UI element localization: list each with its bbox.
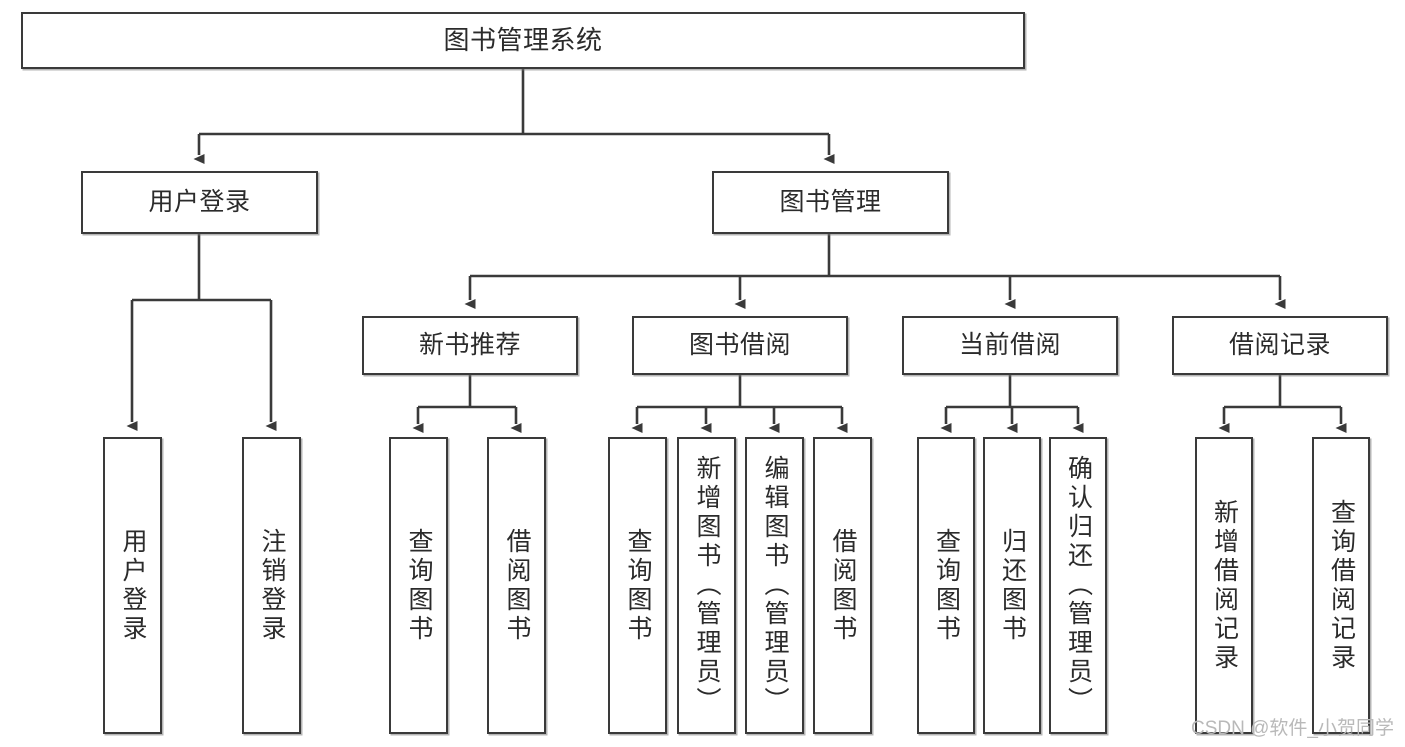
node-label: 图书管理系统 <box>443 25 603 56</box>
node-root-system[interactable]: 图书管理系统 <box>21 12 1025 69</box>
leaf-add-borrow-record[interactable]: 新增借阅记录 <box>1195 437 1253 734</box>
node-book-borrow[interactable]: 图书借阅 <box>632 316 848 375</box>
node-label: 新增借阅记录 <box>1210 498 1239 673</box>
node-label: 归还图书 <box>998 527 1027 644</box>
node-label: 注销登录 <box>258 527 286 644</box>
leaf-borrow-book-recommend[interactable]: 借阅图书 <box>487 437 546 734</box>
node-user-login[interactable]: 用户登录 <box>81 171 318 234</box>
node-label: 查询图书 <box>624 527 652 644</box>
node-book-management[interactable]: 图书管理 <box>712 171 949 234</box>
leaf-borrow-book[interactable]: 借阅图书 <box>813 437 872 734</box>
node-label: 当前借阅 <box>958 330 1061 359</box>
leaf-query-book-current[interactable]: 查询图书 <box>917 437 975 734</box>
node-label: 查询图书 <box>932 527 961 644</box>
leaf-query-book-borrow[interactable]: 查询图书 <box>608 437 667 734</box>
node-label: 借阅图书 <box>829 527 857 644</box>
csdn-watermark: CSDN @软件_小贺同学 <box>1191 718 1394 739</box>
node-label: 用户登录 <box>119 527 147 644</box>
node-label: 新书推荐 <box>418 330 521 359</box>
leaf-return-book[interactable]: 归还图书 <box>983 437 1041 734</box>
node-label: 用户登录 <box>148 187 251 216</box>
leaf-query-borrow-record[interactable]: 查询借阅记录 <box>1312 437 1370 734</box>
node-new-book-recommend[interactable]: 新书推荐 <box>362 316 578 375</box>
node-label: 图书管理 <box>779 187 882 216</box>
leaf-add-book[interactable]: 新增图书（管理员） <box>677 437 736 734</box>
leaf-confirm-return[interactable]: 确认归还（管理员） <box>1049 437 1107 734</box>
node-label: 查询图书 <box>405 527 433 644</box>
node-label: 查询借阅记录 <box>1327 498 1356 673</box>
node-borrow-record[interactable]: 借阅记录 <box>1172 316 1388 375</box>
leaf-logout-login[interactable]: 注销登录 <box>242 437 301 734</box>
node-label: 确认归还（管理员） <box>1064 455 1093 716</box>
node-label: 图书借阅 <box>688 330 791 359</box>
leaf-user-login[interactable]: 用户登录 <box>103 437 162 734</box>
leaf-edit-book[interactable]: 编辑图书（管理员） <box>745 437 804 734</box>
node-label: 借阅记录 <box>1228 330 1331 359</box>
node-label: 新增图书（管理员） <box>693 455 721 716</box>
node-label: 借阅图书 <box>503 527 531 644</box>
leaf-query-book-recommend[interactable]: 查询图书 <box>389 437 448 734</box>
node-current-borrow[interactable]: 当前借阅 <box>902 316 1118 375</box>
node-label: 编辑图书（管理员） <box>761 455 789 716</box>
